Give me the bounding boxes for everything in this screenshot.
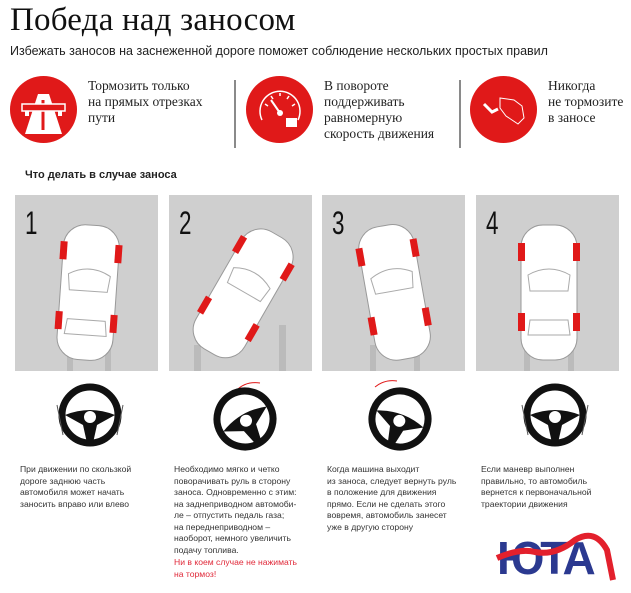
step-3-description: Когда машина выходит из заноса, следует … [327, 464, 457, 532]
page-title: Победа над заносом [10, 2, 296, 38]
step-number: 2 [179, 205, 192, 241]
step-4-description: Если маневр выполнен правильно, то автом… [481, 464, 592, 509]
step-2-description: Необходимо мягко и четко поворачивать ру… [174, 464, 297, 555]
step-number: 3 [332, 205, 345, 241]
steering-wheel-turn-left-icon [213, 382, 277, 451]
tip-brake-straight: Тормозить только на прямых отрезках пути [10, 76, 230, 154]
divider [234, 80, 236, 148]
steering-wheel-straight-icon [56, 383, 124, 447]
car-straight-illustration [518, 224, 580, 371]
speedometer-icon [246, 76, 313, 143]
tip-no-brake-in-skid: Никогда не тормозите в заносе [470, 76, 630, 154]
yuta-logo: ЮТА [495, 532, 616, 584]
car-skid-recover-illustration [355, 224, 432, 371]
step-number: 1 [25, 205, 38, 241]
step-4-panel: 4 [476, 195, 619, 371]
svg-text:ЮТА: ЮТА [497, 532, 594, 584]
tip-text: Тормозить только на прямых отрезках пути [88, 78, 203, 125]
tip-text: В повороте поддерживать равномерную скор… [324, 78, 435, 141]
divider [459, 80, 461, 148]
step-1-panel: 1 [15, 195, 158, 371]
steering-wheel-straight-icon [521, 383, 589, 447]
car-skid-start-illustration [54, 224, 123, 371]
tip-text: Никогда не тормозите в заносе [548, 78, 624, 125]
section-title: Что делать в случае заноса [25, 169, 177, 181]
steering-wheel-turn-right-icon [368, 380, 432, 451]
step-1-description: При движении по скользкой дороге заднюю … [20, 464, 132, 509]
foot-brake-pedal-icon [470, 76, 537, 143]
step-number: 4 [486, 205, 499, 241]
car-skid-countersteer-illustration [192, 228, 295, 371]
step-3-panel: 3 [322, 195, 465, 371]
page-subtitle: Избежать заносов на заснеженной дороге п… [10, 44, 548, 58]
road-overpass-icon [10, 76, 77, 143]
tip-steady-speed: В повороте поддерживать равномерную скор… [246, 76, 456, 154]
step-2-panel: 2 [169, 195, 312, 371]
step-2-warning: Ни в коем случае не нажимать на тормоз! [174, 557, 297, 579]
